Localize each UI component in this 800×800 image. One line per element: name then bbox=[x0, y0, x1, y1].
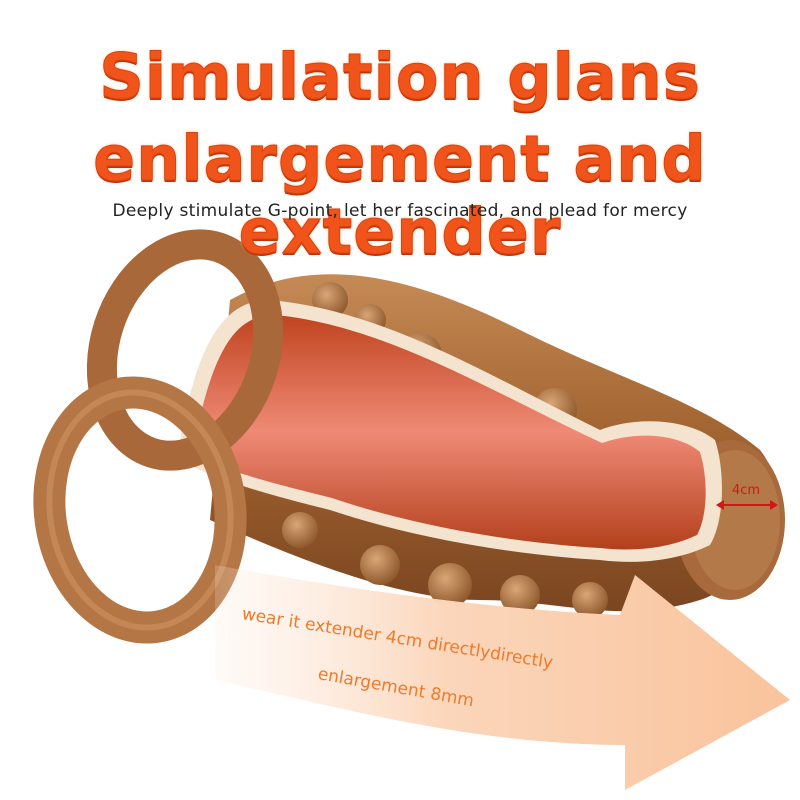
measurement-marker bbox=[716, 500, 778, 510]
inner-cutaway bbox=[180, 300, 722, 562]
arrow-right-icon bbox=[215, 565, 790, 790]
subtitle: Deeply stimulate G-point, let her fascin… bbox=[112, 201, 688, 221]
headline-line-1: Simulation glans bbox=[99, 40, 701, 114]
measurement-label: 4cm bbox=[732, 483, 761, 498]
headline-line-2: enlargement and extender bbox=[93, 122, 707, 269]
ring-loops bbox=[33, 229, 284, 644]
